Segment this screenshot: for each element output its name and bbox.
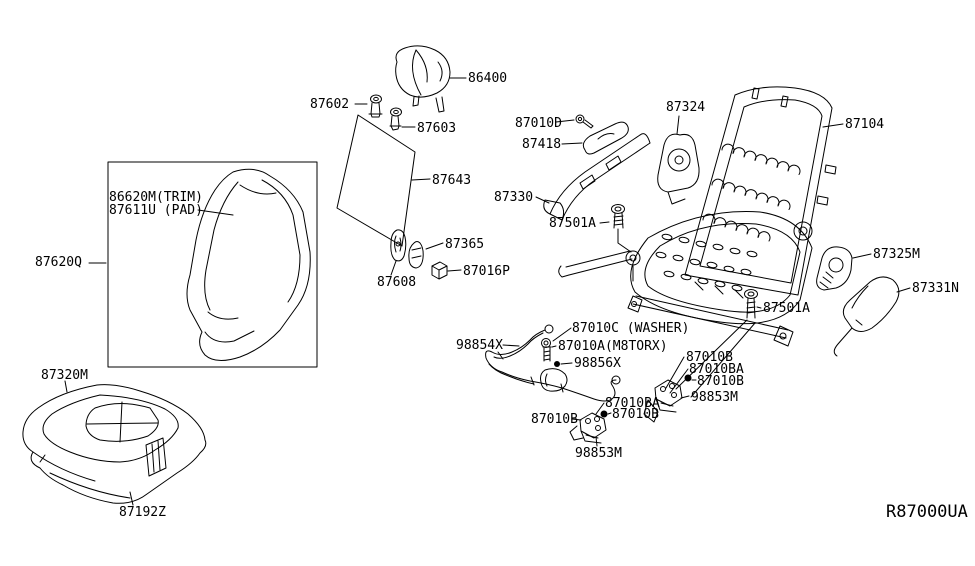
part-label-98856x: 98856X	[574, 356, 621, 371]
part-label-87192z: 87192Z	[119, 505, 166, 520]
part-label-87324: 87324	[666, 100, 706, 115]
part-label-87010a-m8torx: 87010A(M8TORX)	[558, 339, 668, 354]
part-label-87325m: 87325M	[873, 247, 920, 262]
part-label-87643: 87643	[432, 173, 472, 188]
side-shield-drawing	[543, 114, 700, 221]
part-label-87331n: 87331N	[912, 281, 959, 296]
back-panel-drawing	[336, 114, 416, 247]
seat-back-trim-box	[107, 161, 318, 368]
part-label-87365: 87365	[445, 237, 485, 252]
part-label-87010b-l1: 87010B	[612, 407, 659, 422]
part-label-87010ba-r: 87010BA	[689, 362, 744, 377]
recliner-covers-drawing	[816, 246, 900, 357]
part-label-98853m-right: 98853M	[691, 390, 738, 405]
seat-frame-drawing	[558, 86, 837, 347]
part-label-87010b-r2: 87010B	[697, 374, 744, 389]
part-label-86620m-trim: 86620M(TRIM)	[109, 190, 203, 205]
wiring-harness-drawing	[485, 324, 621, 402]
headrest-drawing	[395, 45, 451, 113]
headrest-screws-drawing	[368, 94, 402, 131]
part-label-87620q: 87620Q	[35, 255, 82, 270]
part-label-87608: 87608	[377, 275, 417, 290]
part-label-87010b-r1: 87010B	[686, 350, 733, 365]
part-label-87010c-washer: 87010C (WASHER)	[572, 321, 690, 336]
part-label-87320m: 87320M	[41, 368, 88, 383]
part-label-87016p: 87016P	[463, 264, 510, 279]
bracket-clusters-drawing	[569, 374, 692, 444]
diagram-reference-code: R87000UA	[886, 502, 968, 522]
frame-bolts-drawing	[611, 204, 758, 319]
part-label-87501a-lower: 87501A	[763, 301, 810, 316]
part-label-87104: 87104	[845, 117, 885, 132]
seat-cushion-drawing	[22, 384, 207, 504]
part-label-87501a-upper: 87501A	[549, 216, 596, 231]
part-label-87010d: 87010D	[515, 116, 562, 131]
part-label-87010ba-l: 87010BA	[605, 396, 660, 411]
small-clips-drawing	[390, 229, 448, 280]
part-label-87418: 87418	[522, 137, 562, 152]
part-label-98853m-bottom: 98853M	[575, 446, 622, 461]
leader-lines	[64, 77, 911, 506]
part-label-87330: 87330	[494, 190, 534, 205]
part-label-87602: 87602	[310, 97, 350, 112]
part-label-87603: 87603	[417, 121, 457, 136]
part-label-86400: 86400	[468, 71, 508, 86]
part-label-87010b-l2: 87010B	[531, 412, 578, 427]
part-label-87611u-pad: 87611U (PAD)	[109, 203, 203, 218]
part-label-98854x: 98854X	[456, 338, 503, 353]
